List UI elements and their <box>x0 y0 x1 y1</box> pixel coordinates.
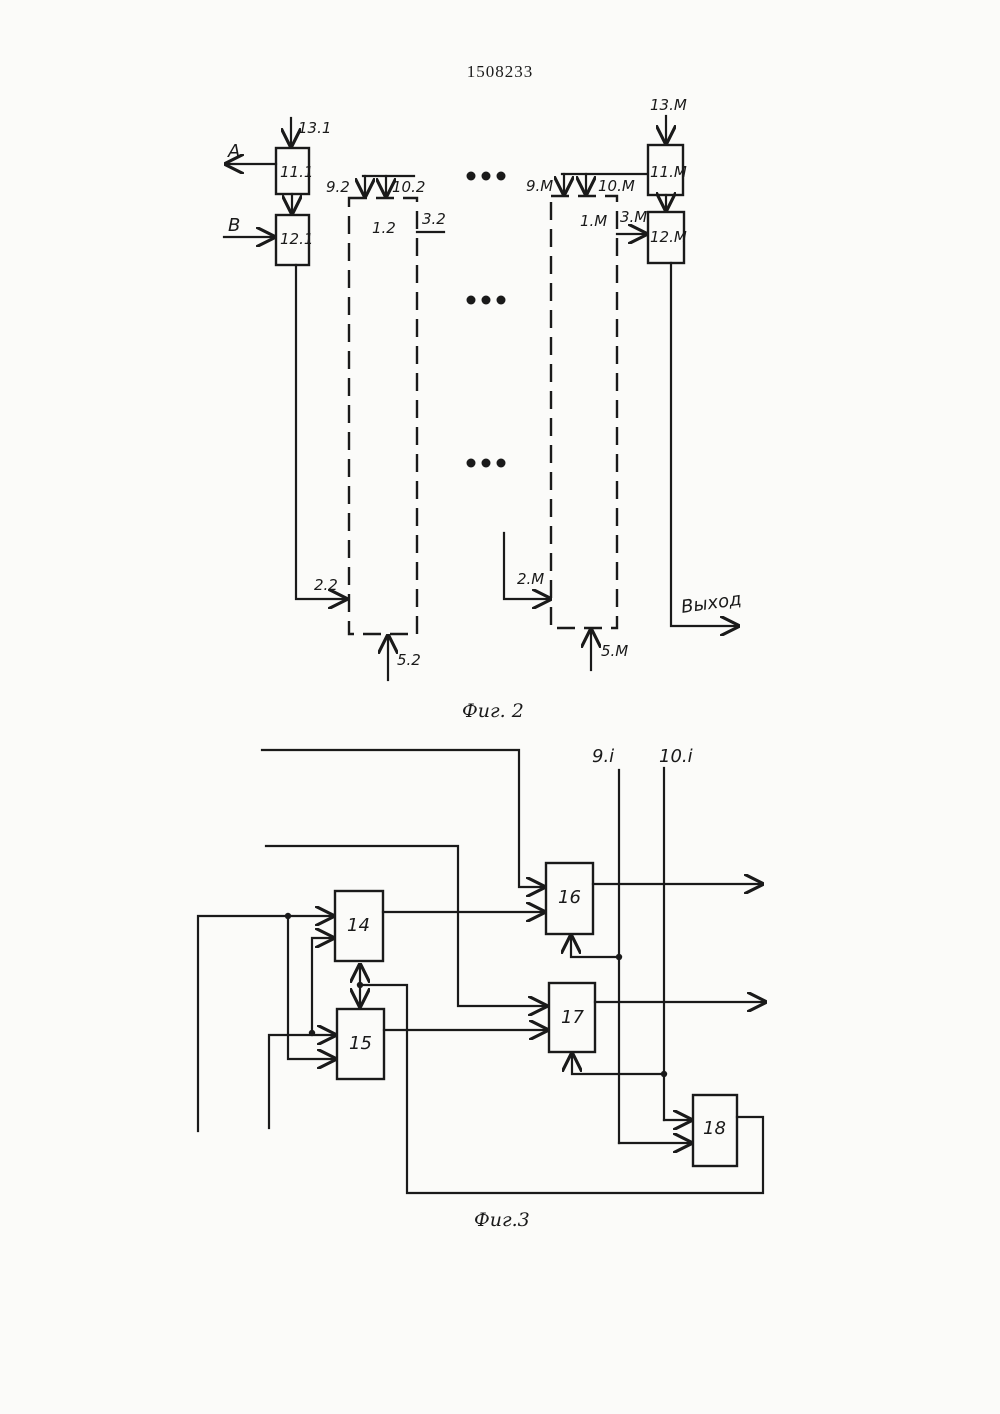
block-12-1-label: 12.1 <box>280 230 313 248</box>
input-b-label: B <box>228 215 240 236</box>
block-1-m-dashed <box>551 196 617 628</box>
input-2-m-arrow <box>504 533 550 599</box>
block-11-1-label: 11.1 <box>280 163 313 181</box>
fig2-caption: Фиг. 2 <box>462 700 524 722</box>
fig3-caption: Фиг.3 <box>474 1209 530 1231</box>
label-2-2: 2.2 <box>314 576 338 594</box>
fig2-diagram: 13.1 11.1 A 12.1 B 2.2 1.2 <box>224 96 743 722</box>
block-12-m-label: 12.M <box>650 228 687 246</box>
label-5-2: 5.2 <box>397 651 421 669</box>
block-14-label: 14 <box>347 915 370 936</box>
label-9-m: 9.M <box>526 177 553 195</box>
feedback-9-i-to-16 <box>571 936 619 957</box>
block-1-2-dashed <box>349 198 417 634</box>
block-1-2-label: 1.2 <box>372 219 396 237</box>
label-9-2: 9.2 <box>326 178 350 196</box>
block-1-m-label: 1.M <box>580 212 607 230</box>
input-13-1-label: 13.1 <box>298 119 331 137</box>
label-3-2: 3.2 <box>422 210 446 228</box>
label-10-2: 10.2 <box>392 178 425 196</box>
label-2-m: 2.M <box>517 570 544 588</box>
output-label: Выход <box>680 589 743 618</box>
block-15-label: 15 <box>349 1033 372 1054</box>
input-left-2 <box>269 1035 335 1128</box>
ellipsis-dots <box>467 172 506 468</box>
block-16-label: 16 <box>558 887 581 908</box>
output-line <box>671 263 738 626</box>
line-second-to-17 <box>266 846 546 1006</box>
line-12-1-to-2-2 <box>296 265 346 599</box>
label-10-m: 10.M <box>598 177 635 195</box>
output-a-label: A <box>227 141 240 162</box>
label-3-m: 3.M <box>620 208 647 226</box>
block-18-label: 18 <box>703 1118 726 1139</box>
input-13-m-label: 13.M <box>650 96 687 114</box>
label-10-i: 10.i <box>659 746 693 767</box>
block-17-label: 17 <box>561 1007 584 1028</box>
block-11-m-label: 11.M <box>650 163 687 181</box>
label-5-m: 5.M <box>601 642 628 660</box>
line-top-to-16 <box>262 750 544 887</box>
branch-to-14 <box>312 938 333 1033</box>
fig3-diagram: 9.i 10.i 16 17 14 15 <box>198 746 765 1231</box>
label-9-i: 9.i <box>592 746 614 767</box>
